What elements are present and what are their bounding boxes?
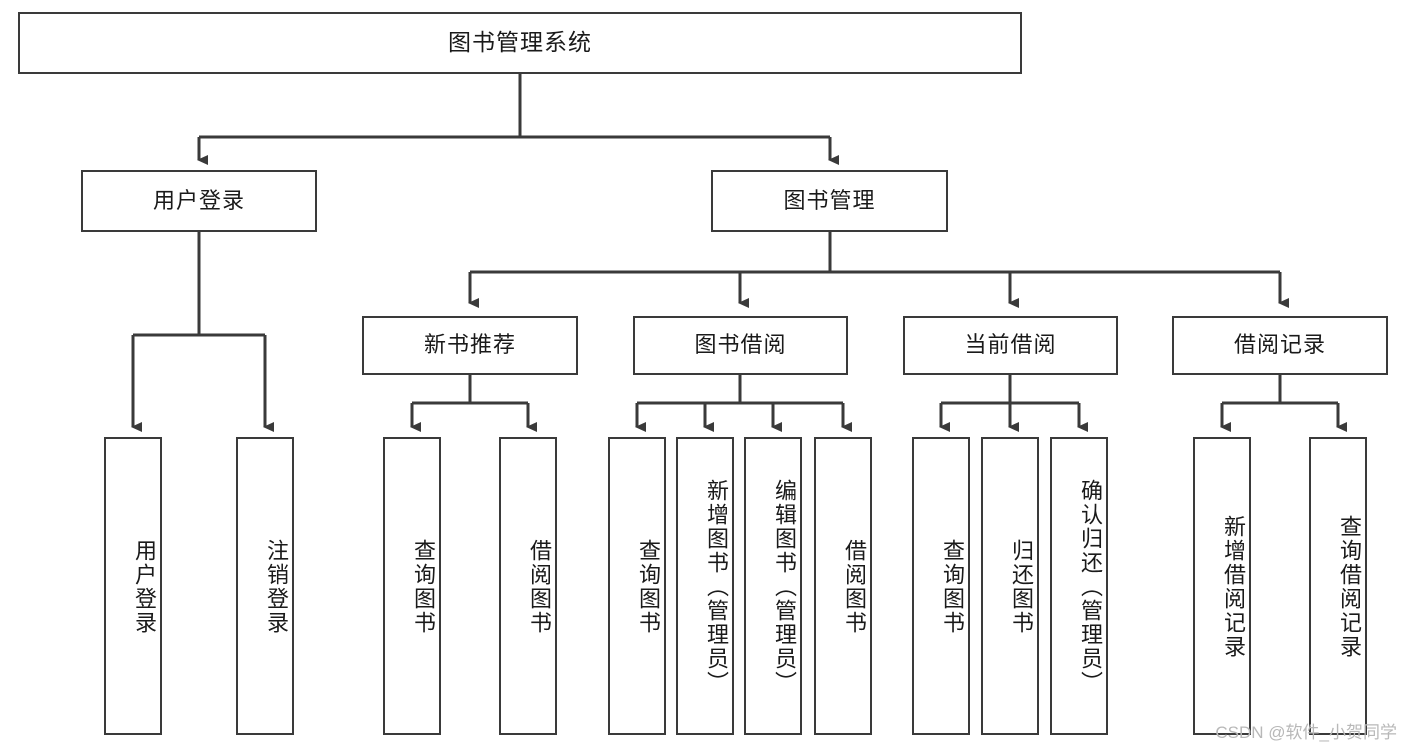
node-leaf-logout[interactable]: 注销登录 <box>236 437 294 735</box>
node-label: 当前借阅 <box>964 332 1057 358</box>
node-label: 图书管理系统 <box>448 29 592 56</box>
node-leaf-query-book-2[interactable]: 查询图书 <box>608 437 666 735</box>
node-label: 查询借阅记录 <box>1337 515 1362 659</box>
node-label: 查询图书 <box>940 539 965 635</box>
node-label: 图书管理 <box>783 187 876 213</box>
node-label: 归还图书 <box>1009 539 1034 635</box>
node-current-borrow[interactable]: 当前借阅 <box>903 316 1118 375</box>
node-root-book-management-system[interactable]: 图书管理系统 <box>18 12 1022 74</box>
node-leaf-query-book-3[interactable]: 查询图书 <box>912 437 970 735</box>
node-leaf-add-record[interactable]: 新增借阅记录 <box>1193 437 1251 735</box>
node-label: 查询图书 <box>411 539 436 635</box>
node-new-book-rec[interactable]: 新书推荐 <box>362 316 578 375</box>
node-user-login[interactable]: 用户登录 <box>81 170 317 232</box>
node-book-borrow[interactable]: 图书借阅 <box>633 316 848 375</box>
node-leaf-edit-book[interactable]: 编辑图书（管理员） <box>744 437 802 735</box>
node-leaf-query-record[interactable]: 查询借阅记录 <box>1309 437 1367 735</box>
node-label: 借阅图书 <box>842 539 867 635</box>
node-label: 注销登录 <box>264 539 289 635</box>
node-leaf-return-book[interactable]: 归还图书 <box>981 437 1039 735</box>
node-label: 新增图书（管理员） <box>704 479 729 695</box>
node-book-manage[interactable]: 图书管理 <box>711 170 948 232</box>
node-leaf-add-book[interactable]: 新增图书（管理员） <box>676 437 734 735</box>
node-leaf-confirm-return[interactable]: 确认归还（管理员） <box>1050 437 1108 735</box>
node-label: 确认归还（管理员） <box>1078 479 1103 695</box>
node-label: 用户登录 <box>132 539 157 635</box>
node-label: 新书推荐 <box>423 332 516 358</box>
watermark-text: CSDN @软件_小贺同学 <box>1215 723 1397 742</box>
node-label: 图书借阅 <box>694 332 787 358</box>
node-label: 借阅记录 <box>1233 332 1326 358</box>
node-label: 新增借阅记录 <box>1221 515 1246 659</box>
node-label: 查询图书 <box>636 539 661 635</box>
node-leaf-user-login[interactable]: 用户登录 <box>104 437 162 735</box>
node-leaf-query-book-1[interactable]: 查询图书 <box>383 437 441 735</box>
node-label: 借阅图书 <box>527 539 552 635</box>
node-label: 用户登录 <box>152 187 245 213</box>
node-label: 编辑图书（管理员） <box>772 479 797 695</box>
node-leaf-borrow-book-1[interactable]: 借阅图书 <box>499 437 557 735</box>
node-borrow-record[interactable]: 借阅记录 <box>1172 316 1388 375</box>
node-leaf-borrow-book-2[interactable]: 借阅图书 <box>814 437 872 735</box>
